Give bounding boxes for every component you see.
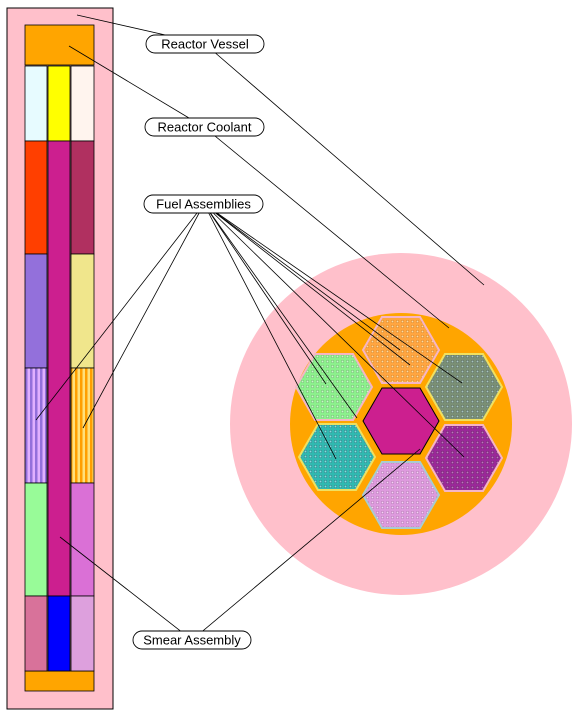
svg-text:Reactor Vessel: Reactor Vessel [161,37,249,52]
fuel-assembly-upper-right [424,353,504,421]
side-segment [24,595,48,672]
side-segment [47,65,71,142]
leader-lines [35,14,485,641]
label-smear-assembly: Smear Assembly [132,630,252,650]
label-reactor-vessel: Reactor Vessel [145,34,265,54]
fuel-assembly-top [361,316,441,384]
bottom-coolant-plenum [24,670,95,692]
side-segment [70,367,95,484]
side-segment [47,595,71,672]
side-segment [24,482,48,597]
side-segment [70,253,95,369]
fuel-assembly-bottom [361,461,441,529]
top-view [230,253,572,595]
svg-text:Fuel Assemblies: Fuel Assemblies [156,197,251,212]
side-segment [70,595,95,672]
side-segment [70,482,95,597]
side-segment [24,65,48,142]
top-coolant-plenum [24,24,95,66]
smear-assembly-side [47,140,71,597]
svg-text:Reactor Coolant: Reactor Coolant [158,120,252,135]
side-segment [70,65,95,142]
side-segment [24,140,48,255]
side-segment [70,140,95,255]
side-view [6,7,114,710]
side-segment [24,367,48,484]
side-segment [24,253,48,369]
svg-text:Smear Assembly: Smear Assembly [143,633,241,648]
label-fuel-assemblies: Fuel Assemblies [143,194,264,214]
smear-assembly-top [362,387,440,455]
label-reactor-coolant: Reactor Coolant [144,117,265,137]
fuel-assembly-lower-right [424,424,504,492]
fuel-assembly-upper-left [294,353,374,421]
